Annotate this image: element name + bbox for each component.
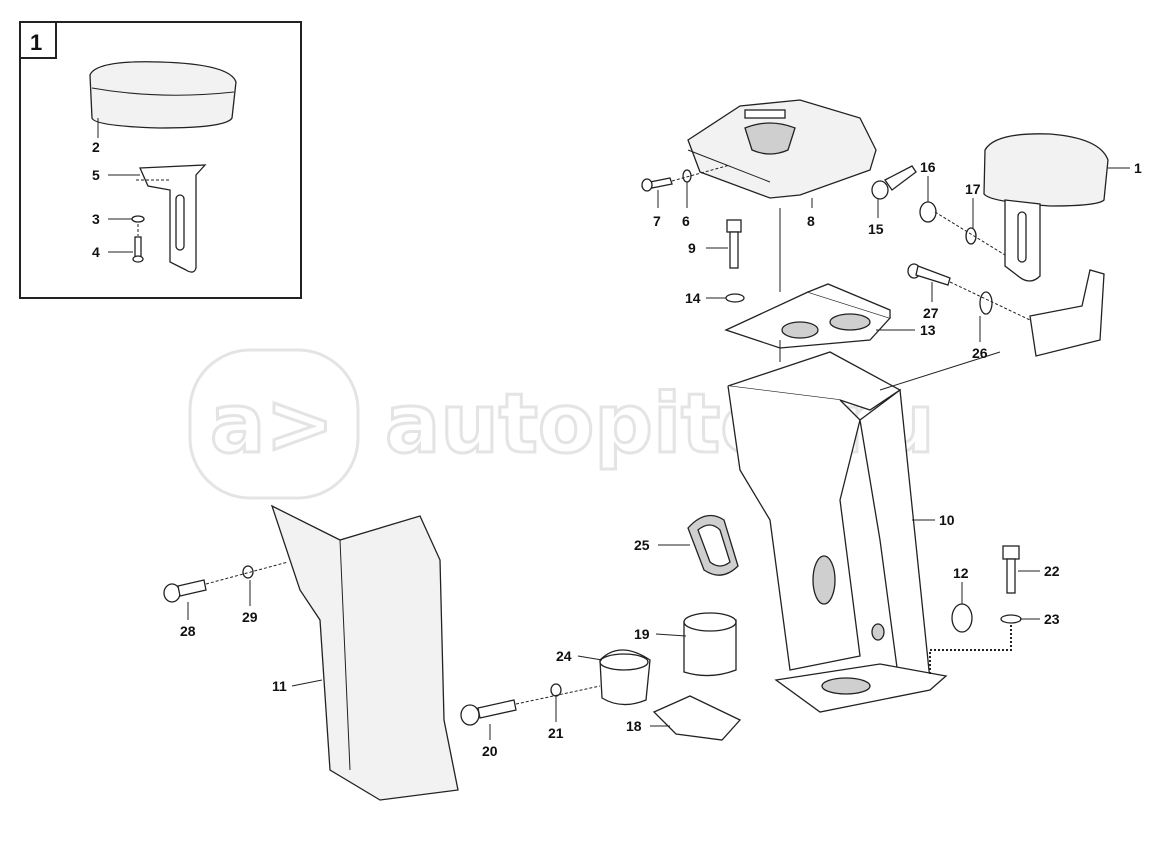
- inset-number: 1: [30, 30, 42, 55]
- callout-13: 13: [920, 322, 936, 338]
- part-washer-6: [682, 169, 692, 183]
- part-washer-12: [951, 603, 973, 633]
- callout-12: 12: [953, 565, 969, 581]
- part-bolt-27: [907, 263, 951, 286]
- callout-19: 19: [634, 626, 650, 642]
- callout-28: 28: [180, 623, 196, 639]
- part-spacer-18: [652, 695, 742, 741]
- part-screw-7: [641, 177, 673, 192]
- inset-label-4: 4: [92, 244, 100, 260]
- callout-25: 25: [634, 537, 650, 553]
- callout-23: 23: [1044, 611, 1060, 627]
- inset-bracket: [136, 164, 207, 273]
- part-bolt-20: [460, 699, 517, 726]
- inset-panel: 1 2 5 3 4: [19, 21, 302, 299]
- callout-8: 8: [807, 213, 815, 229]
- part-washer-17: [965, 227, 977, 245]
- callout-labels: 1 6 7 8 9 10 11 12 13 14 15 16 17 18 19 …: [180, 159, 1142, 759]
- inset-headrest-pad: [89, 61, 237, 129]
- callout-27: 27: [923, 305, 939, 321]
- part-bolt-9: [726, 219, 742, 269]
- callout-24: 24: [556, 648, 572, 664]
- callout-21: 21: [548, 725, 564, 741]
- callout-11: 11: [272, 678, 287, 694]
- part-washer-29: [242, 565, 254, 579]
- callout-7: 7: [653, 213, 661, 229]
- inset-label-3: 3: [92, 211, 100, 227]
- part-grommet-25: [687, 514, 739, 576]
- callout-29: 29: [242, 609, 258, 625]
- inset-washer: [131, 215, 145, 223]
- part-block-19: [683, 612, 737, 677]
- callout-26: 26: [972, 345, 988, 361]
- callout-9: 9: [688, 240, 696, 256]
- part-bolt-28: [163, 579, 207, 603]
- callout-17: 17: [965, 181, 981, 197]
- callout-22: 22: [1044, 563, 1060, 579]
- part-bracket: [1029, 269, 1105, 357]
- part-side-plate-11: [270, 504, 459, 801]
- part-bolt-22: [1002, 545, 1020, 594]
- callout-6: 6: [682, 213, 690, 229]
- callout-1: 1: [1134, 160, 1142, 176]
- part-cover: [687, 99, 877, 199]
- part-plate-13: [724, 283, 892, 349]
- part-knob-15: [871, 165, 917, 200]
- inset-screw: [132, 236, 144, 263]
- callout-15: 15: [868, 221, 884, 237]
- part-headrest-1: [983, 133, 1109, 282]
- part-washer-26: [979, 291, 993, 315]
- callout-10: 10: [939, 512, 955, 528]
- inset-label-2: 2: [92, 139, 100, 155]
- part-washer-14: [725, 293, 745, 303]
- watermark-logo-text: a>: [210, 377, 334, 472]
- callout-18: 18: [626, 718, 642, 734]
- callout-16: 16: [920, 159, 936, 175]
- part-stand-10: [727, 351, 948, 713]
- part-bushing-16: [919, 201, 937, 223]
- inset-label-5: 5: [92, 167, 100, 183]
- part-washer-23: [1000, 614, 1022, 624]
- leader-lines: [187, 167, 1130, 740]
- callout-14: 14: [685, 290, 701, 306]
- part-washer-21: [550, 683, 562, 697]
- part-clip-24: [599, 649, 651, 706]
- callout-20: 20: [482, 743, 498, 759]
